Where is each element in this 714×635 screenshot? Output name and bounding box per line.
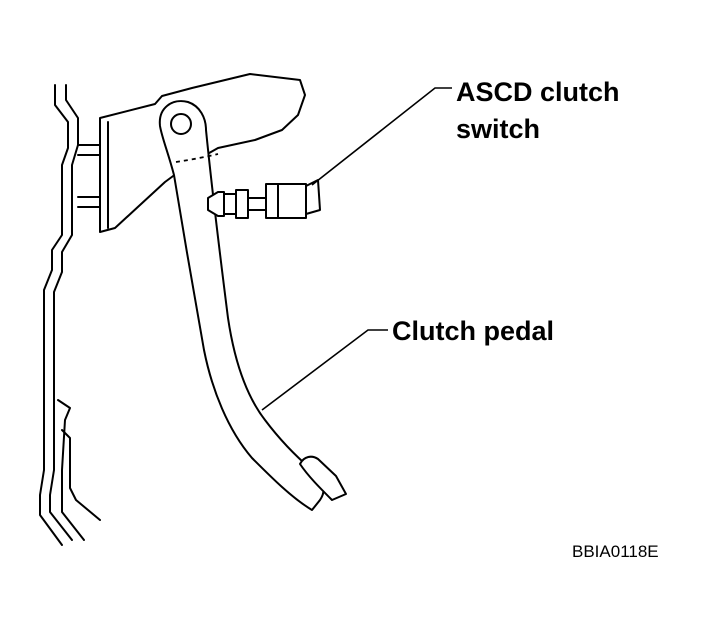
switch-label-line1: ASCD clutch	[456, 77, 620, 107]
pedal-label: Clutch pedal	[392, 316, 555, 346]
switch-leader-line	[311, 87, 452, 186]
body-panel	[39, 84, 101, 546]
pedal-leader-line	[261, 329, 388, 411]
pedal-bracket	[99, 73, 306, 233]
clutch-pedal-arm	[158, 100, 325, 511]
figure-code: BBIA0118E	[572, 542, 659, 561]
switch-label-line2: switch	[456, 114, 541, 144]
mounting-brackets	[77, 144, 101, 208]
ascd-clutch-switch	[207, 179, 321, 219]
pedal-pad	[299, 455, 347, 501]
